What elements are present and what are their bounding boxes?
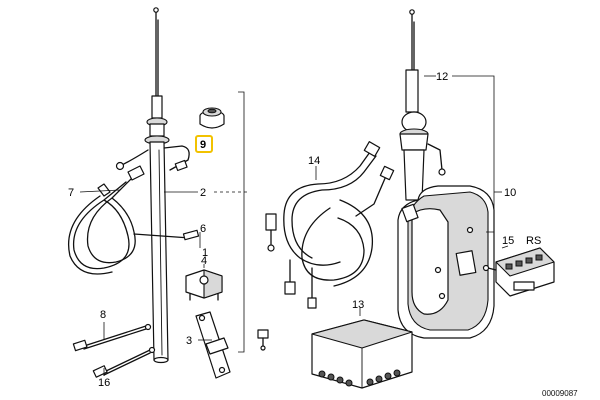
switch-connector-part-15 xyxy=(482,247,555,297)
small-connector xyxy=(257,329,269,351)
power-antenna-assembly xyxy=(397,9,495,339)
part-labels: 7 2 6 1 4 3 8 16 12 10 14 13 15 RS 9 000… xyxy=(68,71,578,398)
label-part-4: 4 xyxy=(201,255,207,267)
label-part-14: 14 xyxy=(308,155,320,167)
label-part-9: 9 xyxy=(200,139,206,151)
cable-part-16 xyxy=(92,346,156,378)
label-part-10: 10 xyxy=(504,187,516,199)
label-part-12: 12 xyxy=(436,71,448,83)
drawing-code: 00009087 xyxy=(542,389,578,398)
label-part-15: 15 xyxy=(502,235,514,247)
leader-lines xyxy=(79,75,509,376)
label-part-7: 7 xyxy=(68,187,74,199)
label-part-13: 13 xyxy=(352,299,364,311)
highlighted-label-part-9[interactable]: 9 xyxy=(195,135,213,153)
grommet-part-9 xyxy=(199,107,225,129)
cable-harness-part-14 xyxy=(265,141,395,309)
label-part-16: 16 xyxy=(98,377,110,389)
strap-part-3 xyxy=(195,311,231,379)
cable-part-8 xyxy=(72,323,152,352)
relay-box-part-13 xyxy=(311,319,413,389)
label-part-3: 3 xyxy=(186,335,192,347)
relay-box-pins xyxy=(318,369,401,387)
bracket-part-4 xyxy=(185,269,223,301)
label-part-1: 1 xyxy=(202,247,208,259)
label-part-8: 8 xyxy=(100,309,106,321)
label-part-2: 2 xyxy=(200,187,206,199)
manual-antenna-mast xyxy=(68,7,200,364)
highlight-box xyxy=(195,135,213,153)
label-part-6: 6 xyxy=(200,223,206,235)
label-rs: RS xyxy=(526,235,541,247)
